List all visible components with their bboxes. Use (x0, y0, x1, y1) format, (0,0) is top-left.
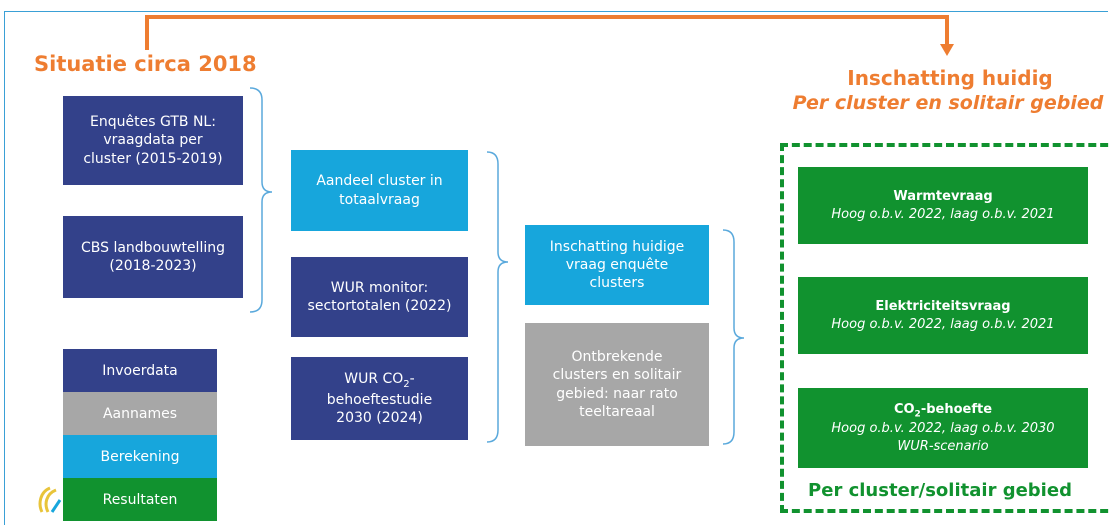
cbs-line-2: (2018-2023) (109, 258, 197, 274)
logo-mark-icon (38, 486, 62, 513)
box-cbs: CBS landbouwtelling (2018-2023) (63, 216, 243, 298)
result-co2-subtitle: Hoog o.b.v. 2022, laag o.b.v. 2030 (831, 421, 1055, 437)
result-elektriciteitsvraag-title: Elektriciteitsvraag (875, 298, 1011, 314)
subheading-per-cluster: Per cluster en solitair gebied (792, 92, 1104, 114)
box-ontbrekende: Ontbrekende clusters en solitair gebied:… (525, 323, 709, 446)
result-co2-title-post: -behoefte (920, 401, 993, 417)
enquetes-line-3: cluster (2015-2019) (83, 150, 223, 167)
ontbrekende-line-4: teeltareaal (579, 403, 655, 420)
results-footer-label: Per cluster/solitair gebied (808, 480, 1072, 501)
ontbrekende-line-3: gebied: naar rato (556, 385, 678, 402)
result-co2-subtitle-2: WUR-scenario (897, 438, 989, 454)
result-elektriciteitsvraag-subtitle: Hoog o.b.v. 2022, laag o.b.v. 2021 (831, 316, 1055, 332)
enquetes-line-1: Enquêtes GTB NL: (90, 114, 216, 131)
orange-connector-arrow (145, 15, 949, 50)
aandeel-line-2: totaalvraag (339, 191, 420, 208)
result-co2-title-pre: CO (893, 401, 915, 417)
ontbrekende-line-1: Ontbrekende (571, 349, 663, 366)
legend-invoerdata: Invoerdata (63, 349, 217, 392)
orange-arrowhead (940, 44, 954, 56)
ontbrekende-line-2: clusters en solitair (552, 367, 682, 384)
legend-berekening: Berekening (63, 435, 217, 478)
bracket-middle (486, 151, 509, 443)
wur-monitor-line-2: sectortotalen (2022) (307, 298, 452, 314)
box-inschatting: Inschatting huidige vraag enquête cluste… (525, 225, 709, 305)
wur-co2-line-2: behoeftestudie (326, 391, 433, 408)
inschatting-line-3: clusters (589, 275, 645, 292)
wur-co2-line-1: WUR CO2- (327, 370, 432, 391)
result-warmtevraag-title: Warmtevraag (893, 188, 993, 204)
results-dashed-frame (780, 143, 1110, 513)
box-aandeel: Aandeel cluster in totaalvraag (291, 150, 468, 231)
heading-situation-2018: Situatie circa 2018 (34, 52, 257, 76)
box-enquetes: Enquêtes GTB NL: vraagdata per cluster (… (63, 96, 243, 185)
heading-current-estimate: Inschatting huidig (847, 66, 1053, 90)
enquetes-line-2: vraagdata per (103, 132, 203, 149)
result-co2-title: CO2-behoefte (894, 401, 992, 421)
result-co2-title-sub: 2 (914, 409, 921, 420)
wur-co2-subscript: 2 (403, 378, 410, 390)
outer-frame (4, 11, 1108, 525)
result-warmtevraag-subtitle: Hoog o.b.v. 2022, laag o.b.v. 2021 (831, 206, 1055, 222)
box-wur-co2: WUR CO2- behoeftestudie 2030 (2024) (291, 357, 468, 440)
legend-aannames: Aannames (63, 392, 217, 435)
aandeel-line-1: Aandeel cluster in (316, 173, 443, 190)
wur-co2-line-3: 2030 (2024) (336, 409, 423, 426)
wur-co2-prefix: WUR CO (344, 370, 404, 387)
inschatting-line-2: vraag enquête (565, 256, 669, 273)
inschatting-line-1: Inschatting huidige (549, 238, 685, 255)
bracket-calc (722, 229, 745, 445)
result-warmtevraag: Warmtevraag Hoog o.b.v. 2022, laag o.b.v… (798, 167, 1088, 244)
wur-monitor-line-1: WUR monitor: (330, 279, 429, 296)
bracket-inputs (249, 87, 273, 313)
wur-co2-dash: - (409, 370, 415, 387)
cbs-line-1: CBS landbouwtelling (80, 239, 225, 256)
result-co2-behoefte: CO2-behoefte Hoog o.b.v. 2022, laag o.b.… (798, 388, 1088, 468)
legend-resultaten: Resultaten (63, 478, 217, 521)
result-elektriciteitsvraag: Elektriciteitsvraag Hoog o.b.v. 2022, la… (798, 277, 1088, 354)
box-wur-monitor: WUR monitor: sectortotalen (2022) (291, 257, 468, 337)
